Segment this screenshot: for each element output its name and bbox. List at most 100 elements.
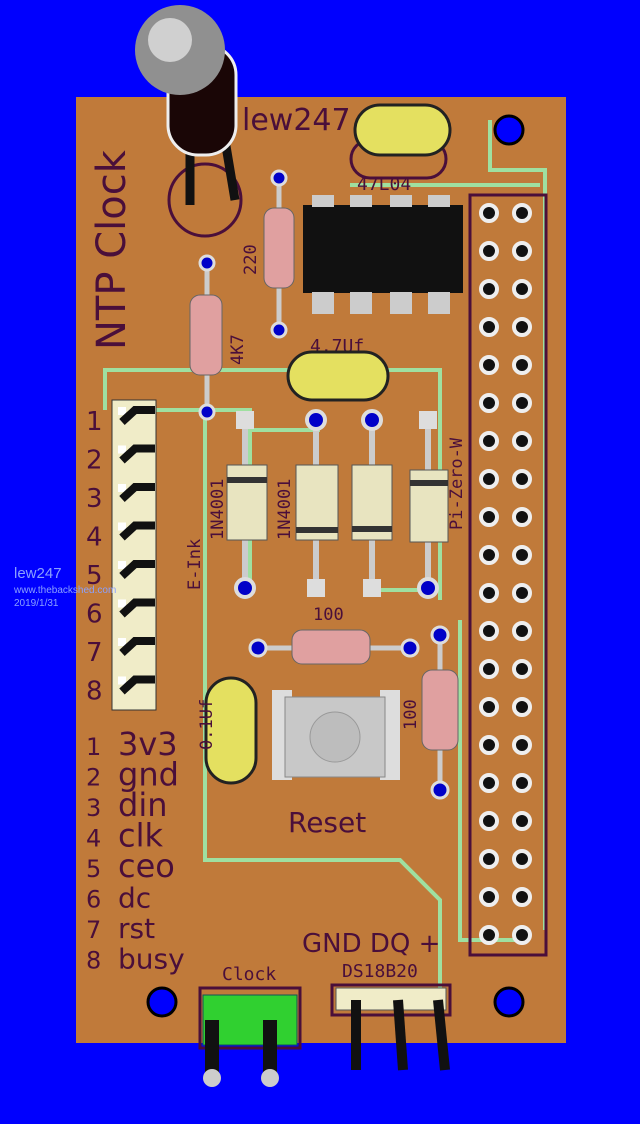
ds18b20-connector	[330, 983, 452, 1071]
sensor-pins-label: GND DQ +	[302, 929, 440, 959]
eink-pin-number: 1	[86, 407, 103, 437]
r100v-label: 100	[401, 699, 421, 730]
cap01-label: 0.1Uf	[197, 699, 217, 750]
header-pin	[512, 469, 532, 489]
eink-pin	[119, 444, 155, 464]
gpio-header-outline	[468, 193, 548, 957]
board-title: NTP Clock	[89, 149, 135, 350]
pin-legend-number: 5	[86, 855, 101, 883]
pin-legend-number: 7	[86, 916, 101, 944]
resistor-220	[263, 169, 295, 339]
eink-pin-pad	[118, 407, 126, 415]
eink-pin-pad	[118, 561, 126, 569]
header-pin	[479, 583, 499, 603]
eink-pin-number: 7	[86, 638, 103, 668]
reset-button	[272, 690, 400, 780]
pin-legend-label: ceo	[118, 847, 175, 885]
header-pin	[512, 925, 532, 945]
header-pin	[479, 431, 499, 451]
eeprom-label: 47L04	[357, 174, 411, 195]
eink-pin-pad	[118, 445, 126, 454]
clock-connector	[198, 986, 302, 1087]
eink-connector	[111, 399, 157, 711]
eink-pin	[119, 637, 155, 656]
watermark-name: lew247	[14, 565, 62, 582]
eeprom-chip	[303, 195, 463, 314]
eink-pin-number: 3	[86, 484, 103, 514]
eink-pin-pad	[118, 638, 126, 646]
pin-legend-number: 3	[86, 794, 101, 822]
pin-legend-label: clk	[118, 817, 163, 855]
header-pin	[512, 203, 532, 223]
eink-pin-number: 4	[86, 523, 103, 553]
pin-legend-label: 3v3	[118, 725, 178, 763]
eink-pin-number: 5	[86, 561, 103, 591]
header-pin	[512, 773, 532, 793]
header-pin	[512, 735, 532, 755]
header-pin	[512, 317, 532, 337]
pin-legend-number: 1	[86, 733, 101, 761]
capacitor-top	[349, 103, 452, 180]
r220-label: 220	[241, 244, 261, 275]
header-pin	[479, 735, 499, 755]
eink-pin-number: 6	[86, 600, 103, 630]
header-pin	[512, 507, 532, 527]
header-pin	[512, 241, 532, 261]
reset-label: Reset	[288, 806, 366, 839]
gpio-header	[479, 203, 532, 945]
header-pin	[512, 621, 532, 641]
resistor-4k7	[189, 254, 223, 421]
watermark-site: www.thebackshed.com	[13, 585, 116, 596]
eink-label: E-Ink	[185, 539, 205, 590]
watermark-date: 2019/1/31	[14, 598, 59, 609]
eink-pin-pad	[118, 599, 126, 608]
pin-legend-number: 4	[86, 825, 101, 853]
eink-pin	[119, 483, 155, 502]
header-pin	[512, 887, 532, 907]
header-pin	[479, 469, 499, 489]
mounting-holes	[146, 114, 525, 1018]
capacitor-mid	[286, 350, 390, 402]
r100h-label: 100	[313, 605, 344, 625]
sensor-label: DS18B20	[342, 961, 418, 982]
header-pin	[479, 621, 499, 641]
pin-legend-label: gnd	[118, 756, 179, 794]
header-pin	[512, 811, 532, 831]
board-author: lew247	[242, 103, 351, 138]
diodes	[226, 409, 449, 599]
header-pin	[512, 545, 532, 565]
header-pin	[512, 583, 532, 603]
header-pin	[479, 773, 499, 793]
header-pin	[512, 393, 532, 413]
eink-pin	[119, 521, 155, 541]
eink-pin-number: 2	[86, 446, 103, 476]
eink-pin	[119, 406, 155, 425]
diode2-label: 1N4001	[275, 479, 295, 540]
header-pin	[479, 697, 499, 717]
header-pin	[512, 849, 532, 869]
r4k7-label: 4K7	[228, 334, 248, 365]
eink-pin-pad	[118, 484, 126, 492]
resistor-100-v	[421, 625, 459, 800]
header-pin	[479, 203, 499, 223]
capacitor-01uf	[204, 676, 258, 785]
pin-legend-number: 6	[86, 886, 101, 914]
pin-legend-label: dc	[118, 882, 151, 915]
clock-conn-label: Clock	[222, 964, 276, 985]
eink-pin	[119, 598, 155, 618]
header-pin	[479, 545, 499, 565]
diode1-label: 1N4001	[208, 479, 228, 540]
header-pin	[479, 355, 499, 375]
header-pin	[479, 659, 499, 679]
header-pin	[479, 393, 499, 413]
pin-legend-label: din	[118, 786, 167, 824]
pi-zero-label: Pi-Zero-W	[447, 437, 467, 530]
eink-pin-pad	[118, 676, 126, 685]
header-pin	[479, 279, 499, 299]
pin-legend-label: busy	[118, 943, 185, 976]
eink-pin-pad	[118, 522, 126, 531]
header-pin	[479, 849, 499, 869]
header-pin	[479, 811, 499, 831]
pin-legend-label: rst	[118, 912, 155, 945]
